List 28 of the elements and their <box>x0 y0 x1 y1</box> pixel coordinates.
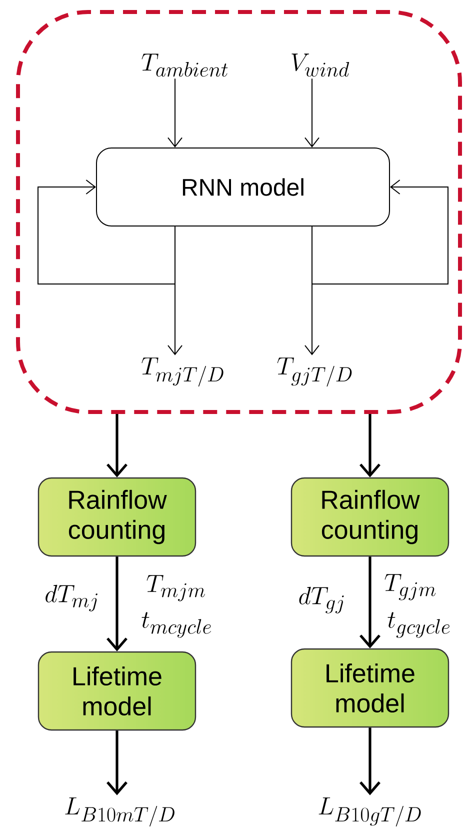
arrow <box>106 556 128 652</box>
dashed-frame <box>16 10 462 414</box>
arrow <box>304 78 320 148</box>
variable-label: $V_{wind}$ <box>292 54 350 77</box>
arrow <box>106 414 128 478</box>
variable-label: $T_{mjm}$ <box>146 575 205 602</box>
arrow <box>360 728 380 796</box>
feedback-arrow <box>38 180 176 284</box>
variable-label: $t_{gcycle}$ <box>388 612 450 638</box>
variable-label: $t_{mcycle}$ <box>142 612 211 638</box>
process-box: Rainflow counting <box>290 477 450 557</box>
variable-label: $L_{B10gT/D}$ <box>318 797 421 827</box>
variable-label: $T_{gjm}$ <box>384 574 436 600</box>
process-box: Rainflow counting <box>38 477 196 557</box>
arrow <box>360 556 380 648</box>
variable-label: $T_{ambient}$ <box>142 54 228 77</box>
variable-label: $T_{gjT/D}$ <box>277 358 352 387</box>
variable-label: $dT_{gj}$ <box>299 586 344 614</box>
arrow <box>360 414 380 478</box>
arrow <box>168 78 182 148</box>
variable-label: $dT_{mj}$ <box>46 584 98 612</box>
variable-label: $L_{B10mT/D}$ <box>65 797 174 827</box>
arrow <box>106 730 128 796</box>
process-box: Lifetime model <box>38 651 196 731</box>
process-box: Lifetime model <box>290 648 450 728</box>
feedback-arrow <box>312 180 448 284</box>
model-box: RNN model <box>96 148 390 226</box>
variable-label: $T_{mjT/D}$ <box>142 358 224 387</box>
